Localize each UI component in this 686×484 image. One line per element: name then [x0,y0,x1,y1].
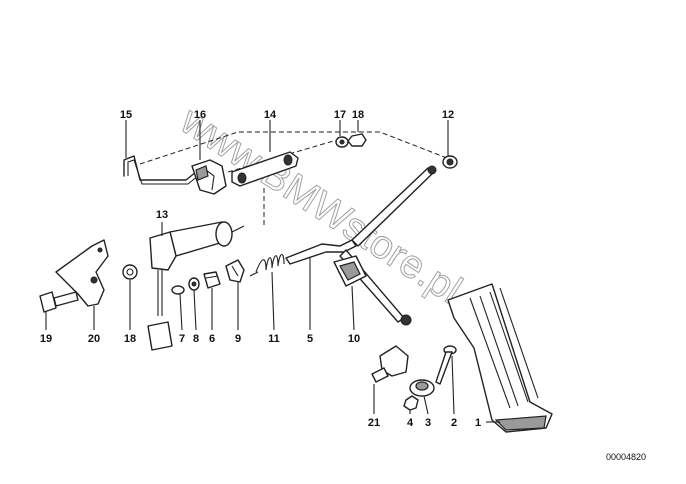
callout-labels: 15 16 14 17 18 12 13 19 20 18 7 8 6 9 11… [40,109,481,429]
nut-12-part[interactable] [442,155,458,169]
bent-rod-part[interactable] [123,155,199,185]
callout-14[interactable]: 14 [264,109,277,121]
screw-2-part[interactable] [435,345,457,385]
nut-18-upper-part[interactable] [347,133,367,147]
bracket-arm-part[interactable] [231,151,299,187]
callout-11[interactable]: 11 [268,333,280,345]
cap-3-part[interactable] [409,379,435,397]
callout-17[interactable]: 17 [334,109,346,121]
callout-1[interactable]: 1 [475,417,481,429]
callout-8[interactable]: 8 [193,333,199,345]
accelerator-pedal-part[interactable] [447,283,553,433]
spring-part[interactable] [249,253,285,277]
leader-lines [45,120,500,423]
grommet-8-part[interactable] [188,277,200,291]
nut-17-part[interactable] [335,136,349,148]
bolt-19-part[interactable] [39,291,79,313]
callout-18-upper[interactable]: 18 [352,109,364,121]
callout-5[interactable]: 5 [307,333,313,345]
callout-15[interactable]: 15 [120,109,132,121]
washer-7-part[interactable] [171,285,185,295]
callout-7[interactable]: 7 [179,333,185,345]
bushing-18-part[interactable] [122,264,138,280]
callout-9[interactable]: 9 [235,333,241,345]
actuator-part[interactable] [147,221,245,351]
callout-16[interactable]: 16 [194,109,206,121]
nut-4-part[interactable] [403,395,419,411]
bushing-6-part[interactable] [203,271,221,289]
callout-10[interactable]: 10 [348,333,360,345]
catalog-number: 00004820 [606,452,646,462]
rubber-mount-part[interactable] [333,255,367,287]
callout-18-lower[interactable]: 18 [124,333,136,345]
mounting-bracket-part[interactable] [55,239,109,307]
callout-6[interactable]: 6 [209,333,215,345]
callout-12[interactable]: 12 [442,109,454,121]
callout-3[interactable]: 3 [425,417,431,429]
callout-20[interactable]: 20 [88,333,100,345]
clip-9-part[interactable] [225,259,245,283]
clip-part[interactable] [191,159,227,195]
callout-2[interactable]: 2 [451,417,457,429]
callout-19[interactable]: 19 [40,333,52,345]
callout-21[interactable]: 21 [368,417,380,429]
callout-4[interactable]: 4 [407,417,414,429]
sensor-plug-part[interactable] [371,345,409,383]
callout-13[interactable]: 13 [156,209,168,221]
